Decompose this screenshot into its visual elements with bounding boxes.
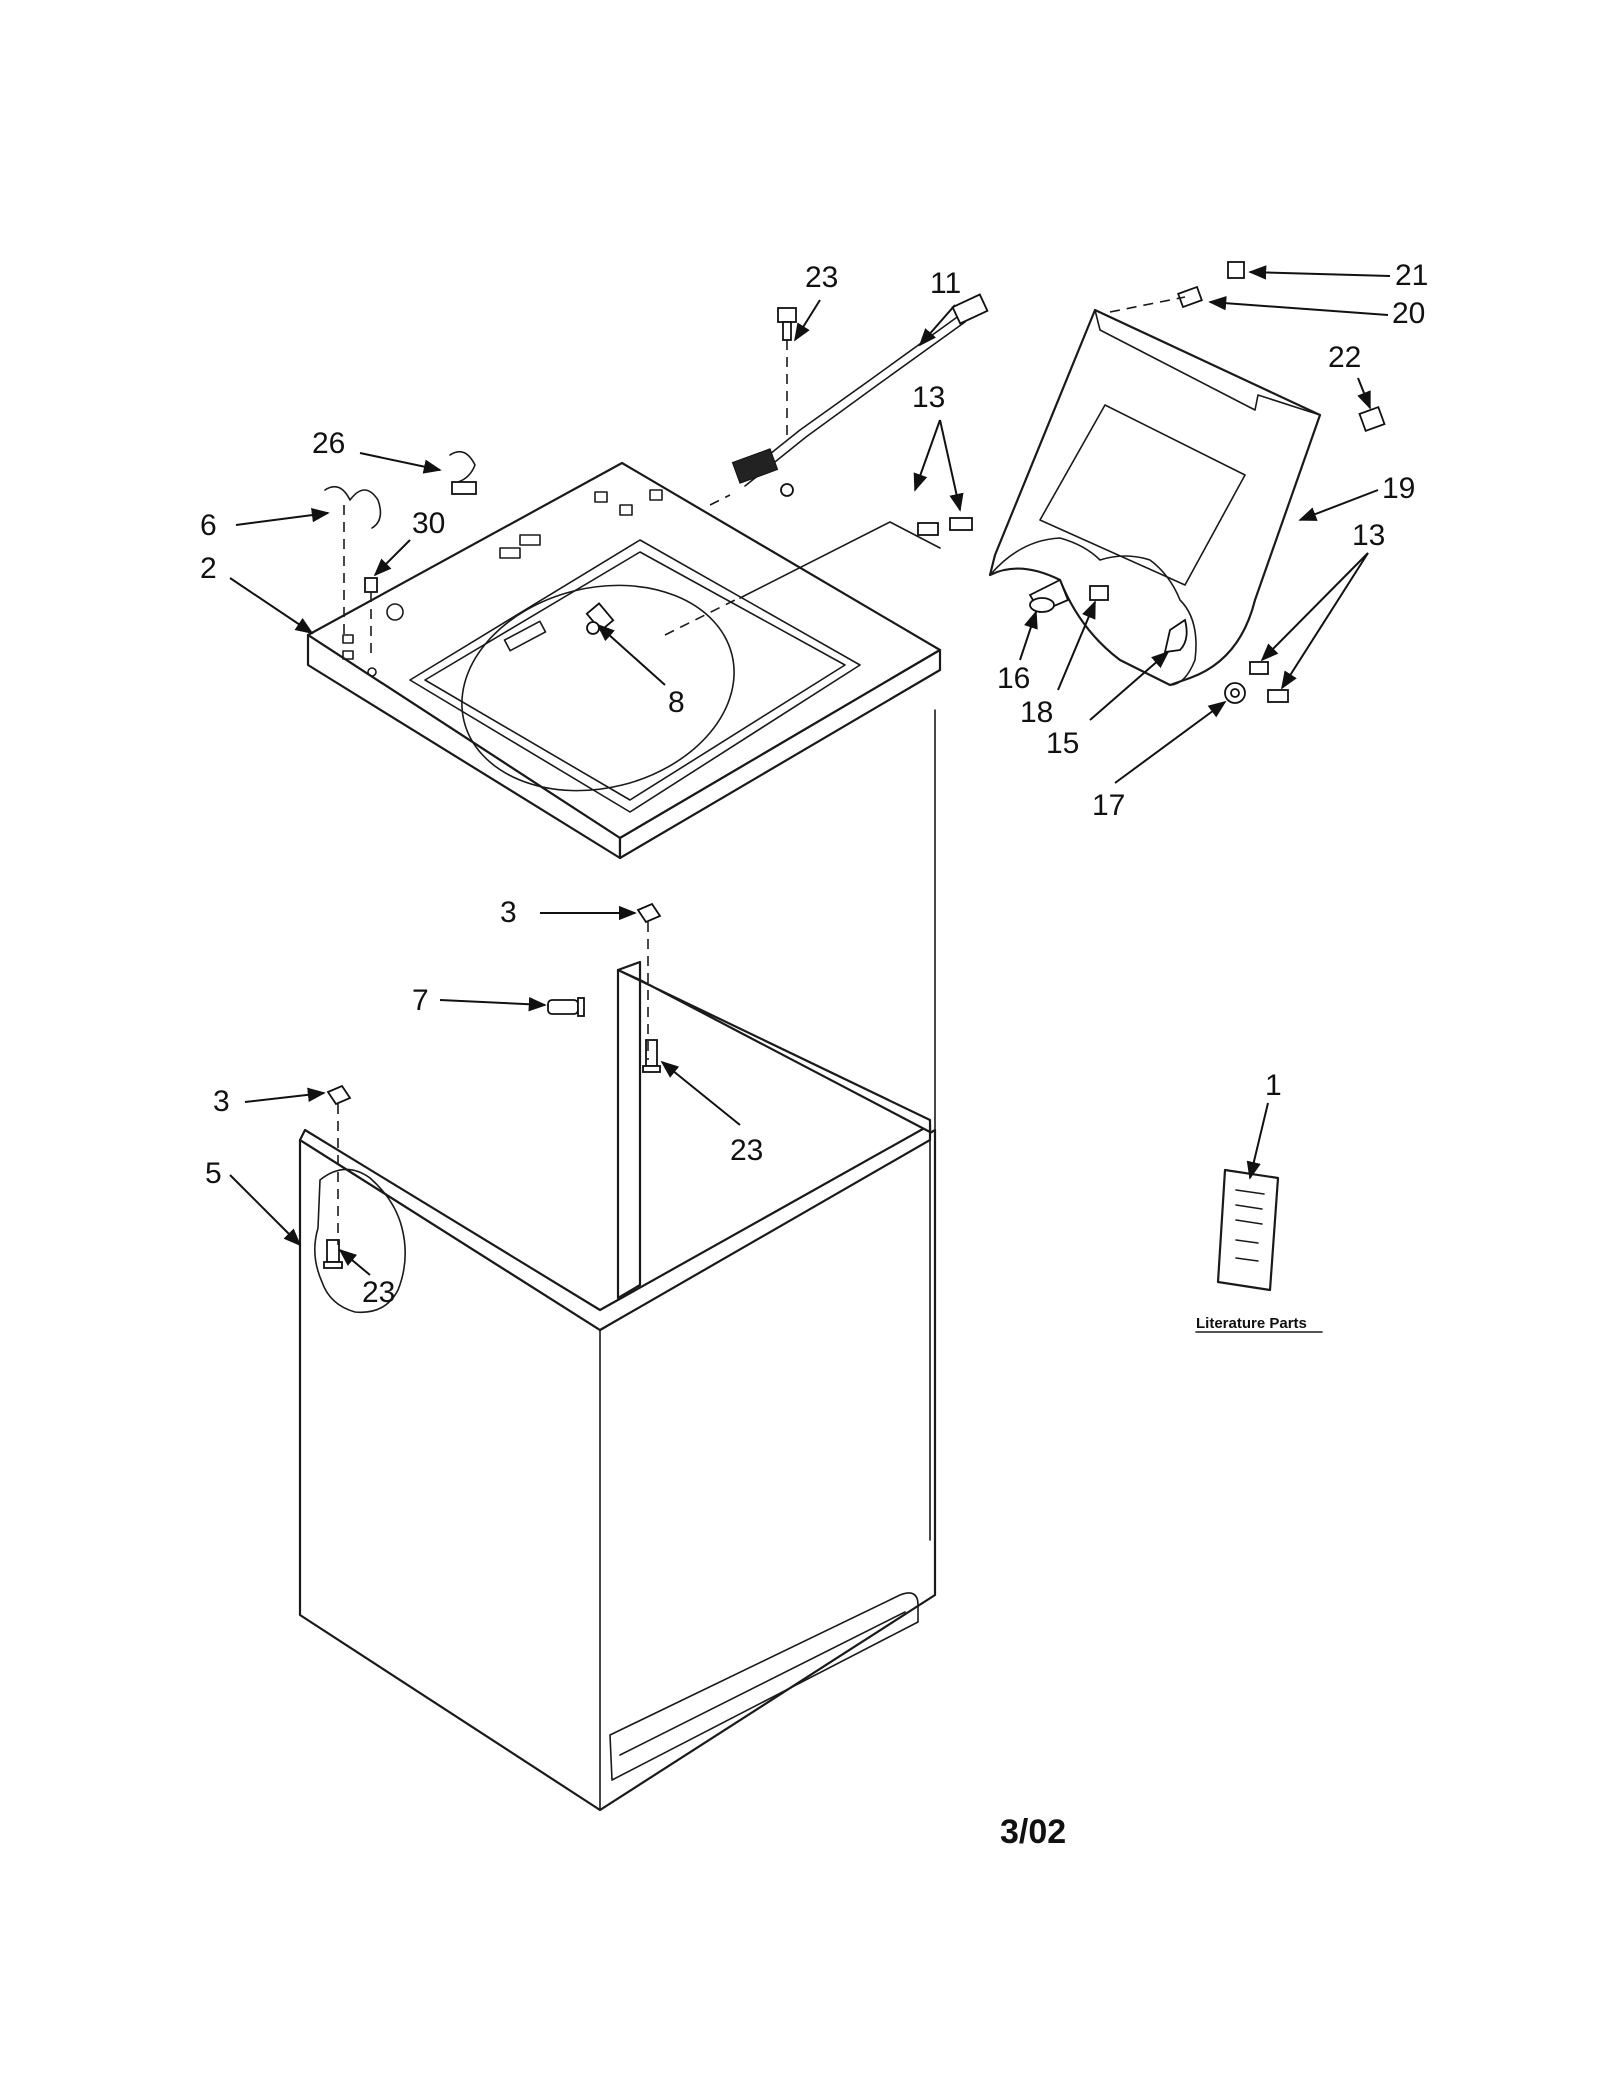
callout-23-cutaway: 23 xyxy=(362,1276,395,1309)
lid-switch-harness-11 xyxy=(709,293,989,506)
callout-23-cabinet: 23 xyxy=(730,1134,763,1167)
callout-2: 2 xyxy=(200,552,217,585)
callout-17: 17 xyxy=(1092,789,1125,822)
callout-21: 21 xyxy=(1395,259,1428,292)
callout-30: 30 xyxy=(412,507,445,540)
callout-13-right: 13 xyxy=(1352,519,1385,552)
screw-7 xyxy=(547,997,585,1017)
callout-8: 8 xyxy=(668,686,685,719)
callout-5: 5 xyxy=(205,1157,222,1190)
cabinet-screw xyxy=(323,1239,343,1269)
callout-20: 20 xyxy=(1392,297,1425,330)
hinge-clip-6 xyxy=(324,485,382,640)
date-code: 3/02 xyxy=(1000,1813,1066,1851)
callout-1: 1 xyxy=(1265,1069,1282,1102)
callout-3-upper: 3 xyxy=(500,896,517,929)
callout-19: 19 xyxy=(1382,472,1415,505)
clip-3-upper xyxy=(636,902,662,1060)
callout-numbers: 23 11 13 26 6 30 2 8 21 20 22 19 13 16 1… xyxy=(200,259,1428,1309)
callout-23-top: 23 xyxy=(805,261,838,294)
clip-30 xyxy=(364,577,378,660)
leader-lines xyxy=(229,265,1391,1276)
callout-22: 22 xyxy=(1328,341,1361,374)
callout-26: 26 xyxy=(312,427,345,460)
lid-19 xyxy=(917,261,1386,704)
literature-pack xyxy=(1216,1168,1280,1292)
clip-26 xyxy=(449,450,477,495)
literature-parts-label: Literature Parts xyxy=(1196,1315,1307,1332)
callout-11: 11 xyxy=(930,267,961,300)
callout-13-left: 13 xyxy=(912,381,945,414)
callout-7: 7 xyxy=(412,984,429,1017)
callout-18: 18 xyxy=(1020,696,1053,729)
back-post-screw xyxy=(642,1039,661,1073)
clip-3-lower xyxy=(326,1084,352,1245)
cabinet xyxy=(298,709,937,1812)
washer-top xyxy=(306,461,942,860)
callout-15: 15 xyxy=(1046,727,1079,760)
callout-6: 6 xyxy=(200,509,217,542)
callout-3-lower: 3 xyxy=(213,1085,230,1118)
callout-16: 16 xyxy=(997,662,1030,695)
screw-23-top xyxy=(777,307,797,440)
